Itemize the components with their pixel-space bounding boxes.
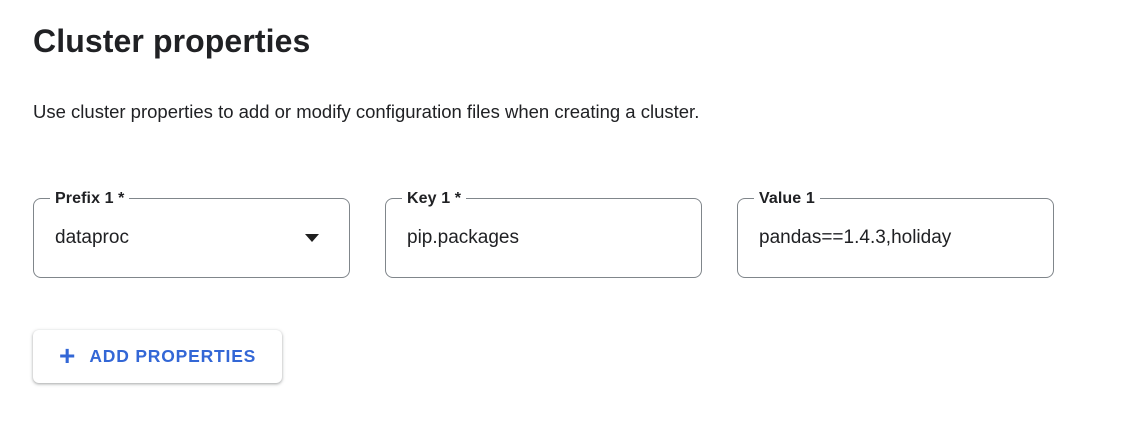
key-label: Key 1 * bbox=[402, 190, 467, 208]
prefix-label: Prefix 1 * bbox=[50, 190, 130, 208]
add-properties-label: ADD PROPERTIES bbox=[89, 346, 257, 366]
page-title: Cluster properties bbox=[33, 23, 311, 59]
value-input[interactable] bbox=[759, 227, 1038, 249]
key-field: Key 1 * bbox=[385, 190, 702, 278]
prefix-selected-value: dataproc bbox=[55, 227, 129, 248]
cluster-properties-section: Cluster properties Use cluster propertie… bbox=[33, 23, 1122, 383]
plus-icon: + bbox=[59, 339, 76, 371]
page-description: Use cluster properties to add or modify … bbox=[33, 101, 700, 122]
property-fields-row: Prefix 1 * dataproc Key 1 * Value 1 bbox=[33, 190, 1122, 278]
value-label: Value 1 bbox=[754, 190, 820, 208]
prefix-select[interactable]: Prefix 1 * dataproc bbox=[33, 190, 350, 278]
add-properties-button[interactable]: + ADD PROPERTIES bbox=[33, 330, 283, 383]
dropdown-arrow-icon bbox=[305, 234, 319, 242]
value-field: Value 1 bbox=[737, 190, 1054, 278]
key-input[interactable] bbox=[407, 227, 686, 249]
